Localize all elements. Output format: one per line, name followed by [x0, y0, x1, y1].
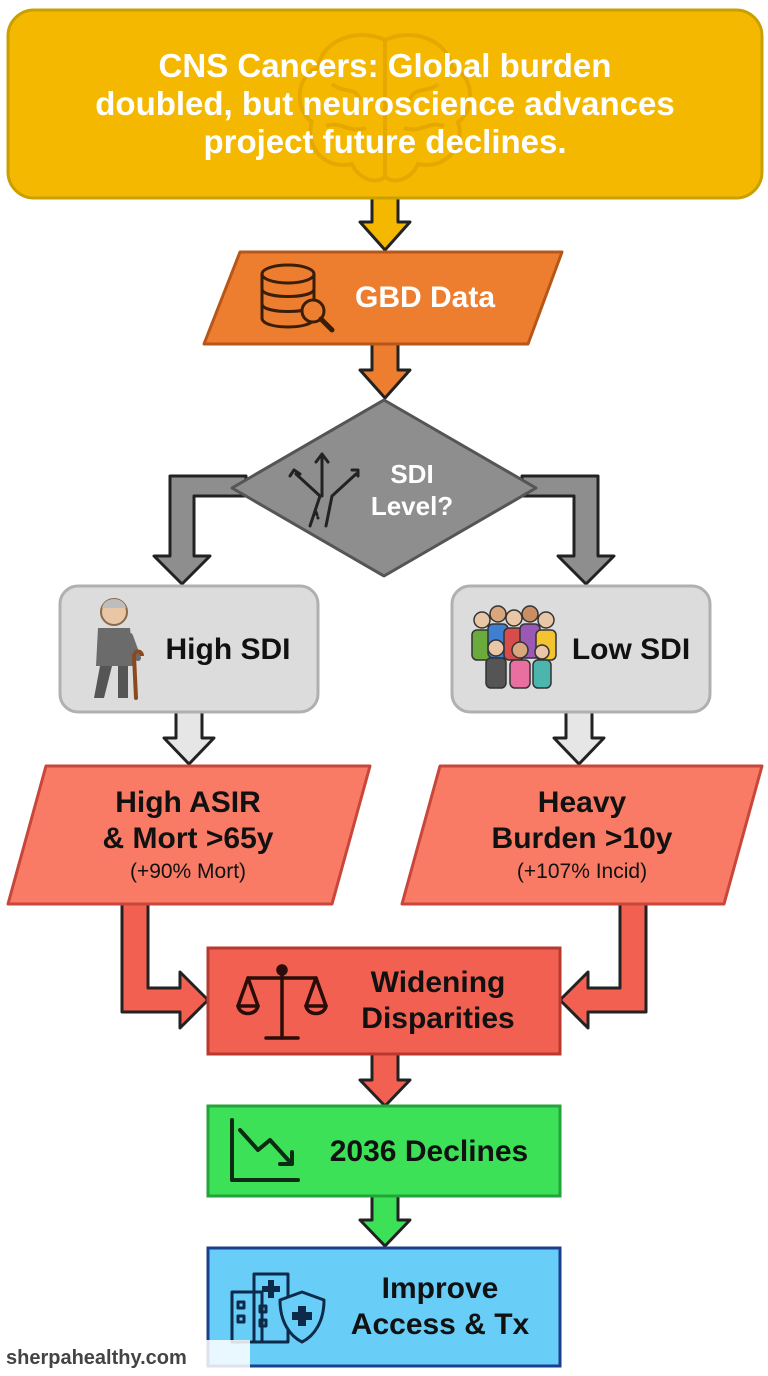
watermark: sherpahealthy.com: [0, 1340, 250, 1376]
arrow-high-sdi-to-high-asir: [162, 710, 216, 766]
improve-line-2: Access & Tx: [350, 1308, 530, 1341]
split-road-icon: [288, 452, 360, 528]
high-asir-sub: (+90% Mort): [129, 860, 247, 883]
declines-box: [206, 1104, 562, 1198]
balance-scale-icon: [236, 964, 328, 1040]
disparities-line-2: Disparities: [361, 1002, 515, 1035]
arrow-title-to-gbd: [358, 196, 412, 252]
sdi-label: SDI Level?: [352, 448, 472, 532]
arrow-heavy-burden-to-disparities: [558, 902, 648, 1030]
declines-text: 2036 Declines: [329, 1135, 529, 1168]
heavy-burden-label: Heavy Burden >10y (+107% Incid): [432, 774, 732, 898]
brain-icon: [297, 33, 473, 183]
high-sdi-label: High SDI: [146, 622, 310, 678]
arrow-gbd-to-sdi: [358, 342, 412, 400]
arrow-high-asir-to-disparities: [120, 902, 210, 1030]
hospital-shield-icon: [230, 1272, 326, 1344]
sdi-line-2: Level?: [370, 491, 454, 521]
declines-label: 2036 Declines: [306, 1124, 552, 1180]
high-asir-box: [6, 764, 372, 906]
low-sdi-text: Low SDI: [571, 633, 691, 666]
disparities-label: Widening Disparities: [338, 958, 538, 1044]
arrow-declines-to-improve: [358, 1194, 412, 1248]
low-sdi-label: Low SDI: [558, 622, 704, 678]
title-line-2: doubled, but neuroscience advances: [95, 85, 675, 122]
title-line-1: CNS Cancers: Global burden: [158, 47, 612, 84]
high-sdi-text: High SDI: [165, 633, 291, 666]
improve-line-1: Improve: [381, 1272, 499, 1305]
sdi-line-1: SDI: [390, 459, 434, 489]
crowd-icon: [471, 605, 557, 689]
trend-down-icon: [230, 1118, 300, 1182]
arrow-disparities-to-declines: [358, 1052, 412, 1108]
gbd-label: GBD Data: [330, 270, 520, 326]
high-asir-line-2: & Mort >65y: [102, 822, 274, 855]
elderly-person-icon: [94, 598, 144, 700]
heavy-burden-sub: (+107% Incid): [516, 860, 648, 883]
page-title: CNS Cancers: Global burden doubled, but …: [20, 22, 750, 186]
arrow-low-sdi-to-heavy-burden: [552, 710, 606, 766]
gbd-label-text: GBD Data: [354, 281, 496, 314]
heavy-burden-box: [400, 764, 764, 906]
sdi-decision: [230, 398, 538, 578]
heavy-burden-line-2: Burden >10y: [491, 822, 673, 855]
arrow-sdi-to-high-sdi: [152, 474, 248, 586]
title-line-3: project future declines.: [203, 123, 567, 160]
high-asir-label: High ASIR & Mort >65y (+90% Mort): [40, 774, 336, 898]
gbd-box: [202, 250, 564, 346]
arrow-sdi-to-low-sdi: [520, 474, 616, 586]
database-search-icon: [260, 263, 335, 333]
improve-label: Improve Access & Tx: [334, 1262, 546, 1352]
disparities-line-1: Widening: [370, 966, 506, 999]
high-asir-line-1: High ASIR: [115, 786, 261, 819]
heavy-burden-line-1: Heavy: [537, 786, 627, 819]
